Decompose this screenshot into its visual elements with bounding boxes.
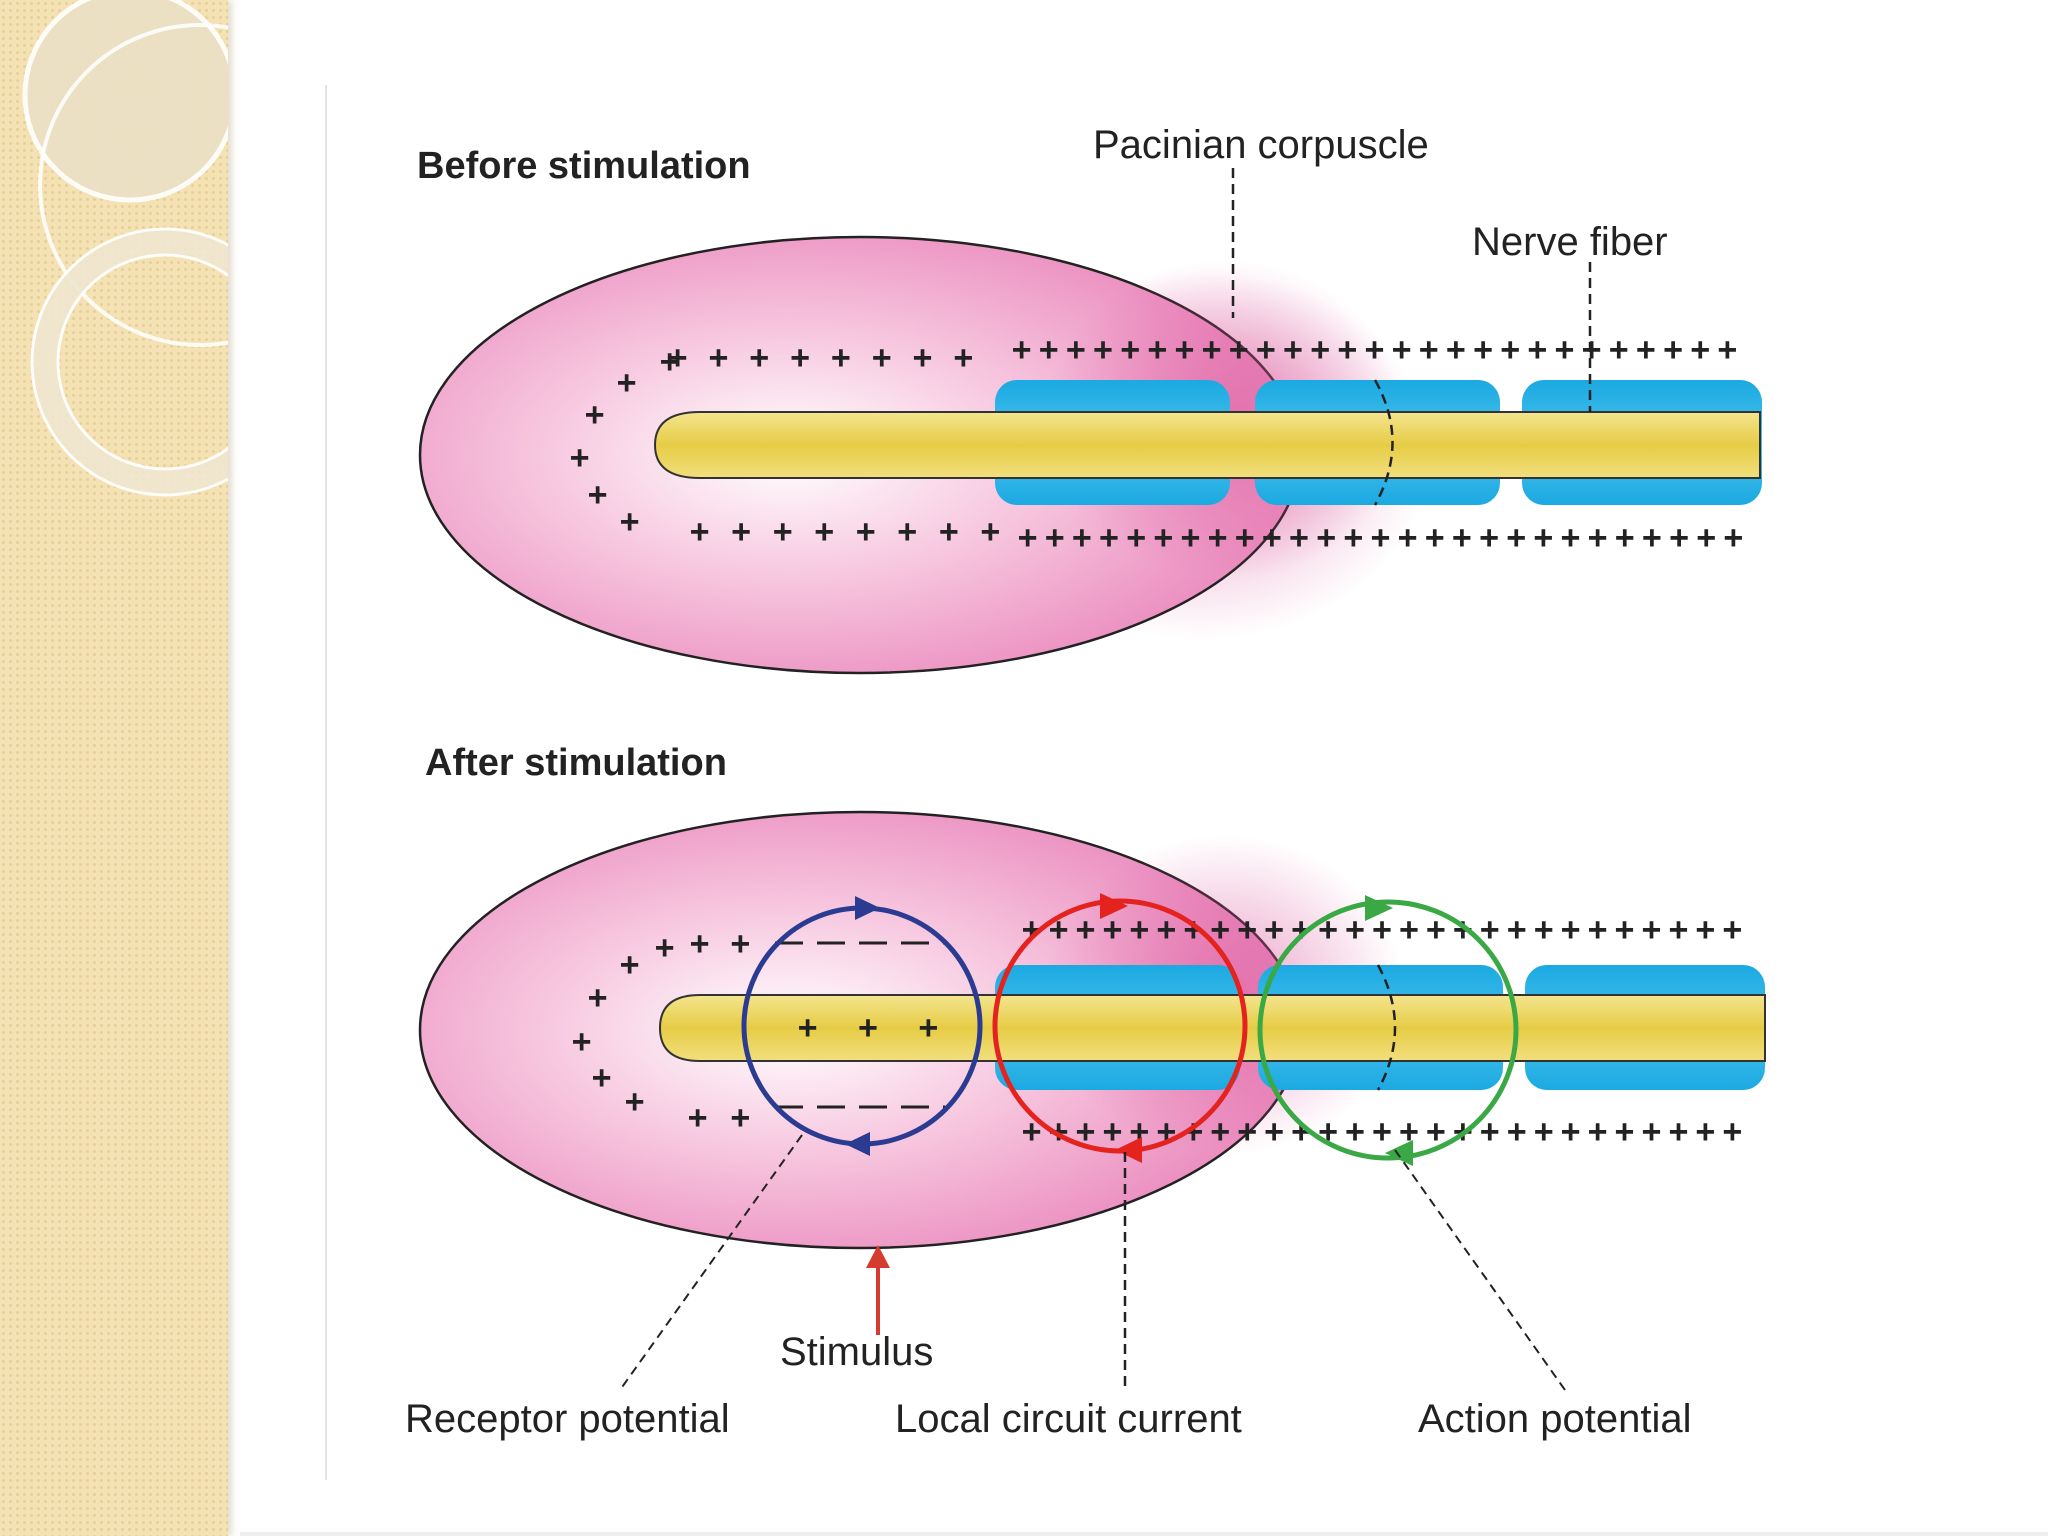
charge-curve: +	[620, 502, 639, 540]
charges-top-right: +++++++++++++++++++++++++++	[1022, 910, 1742, 948]
charge-curve: +	[592, 1058, 611, 1096]
label-receptor-potential: Receptor potential	[405, 1397, 730, 1441]
heading-after-stimulation: After stimulation	[425, 742, 727, 784]
action-potential-loop	[1257, 895, 1519, 1166]
decorative-side-panel	[0, 0, 228, 1536]
charge-curve: +	[617, 363, 636, 401]
charge-curve: +	[585, 395, 604, 433]
axon-before	[653, 411, 1761, 479]
charge-curve: +	[625, 1082, 644, 1120]
charges-bottom-right: +++++++++++++++++++++++++++	[1018, 518, 1743, 556]
slide-frame-line	[325, 85, 327, 1480]
label-local-circuit-current: Local circuit current	[895, 1397, 1242, 1441]
charge-curve: +	[660, 342, 679, 380]
arrowhead-right	[1100, 893, 1128, 919]
leader-receptor-potential	[619, 1134, 803, 1391]
axon-after	[658, 994, 1766, 1062]
charge-curve: +	[655, 928, 674, 966]
arrowhead-right	[1365, 895, 1393, 921]
label-nerve-fiber: Nerve fiber	[1472, 220, 1668, 264]
corpuscle-edge-dashed	[1376, 964, 1397, 1091]
corpuscle-edge-dashed	[1373, 379, 1394, 506]
arrowhead-left	[845, 1132, 870, 1156]
receptor-potential-loop	[741, 896, 983, 1156]
charge-curve: +	[588, 475, 607, 513]
charge-curve: +	[620, 945, 639, 983]
leader-action-potential	[1394, 1149, 1566, 1391]
charge-curve: +	[572, 1022, 591, 1060]
charge-curve: +	[588, 978, 607, 1016]
arrowhead-left	[1385, 1140, 1413, 1166]
charges-top-right: +++++++++++++++++++++++++++	[1012, 330, 1737, 368]
local-circuit-current-loop	[992, 893, 1248, 1163]
slide-bottom-rule	[240, 1532, 2048, 1536]
nerve-fiber-after	[658, 964, 1766, 1091]
stimulus-arrow	[866, 1245, 890, 1335]
nerve-fiber-before	[653, 379, 1762, 506]
decorative-rings	[22, 0, 228, 497]
charge-curve: +	[570, 438, 589, 476]
arrowhead-right	[855, 896, 880, 920]
label-stimulus: Stimulus	[780, 1330, 933, 1374]
label-pacinian-corpuscle: Pacinian corpuscle	[1093, 123, 1429, 167]
heading-before-stimulation: Before stimulation	[417, 145, 751, 187]
arrowhead-left	[1115, 1137, 1142, 1163]
label-action-potential: Action potential	[1418, 1397, 1692, 1441]
